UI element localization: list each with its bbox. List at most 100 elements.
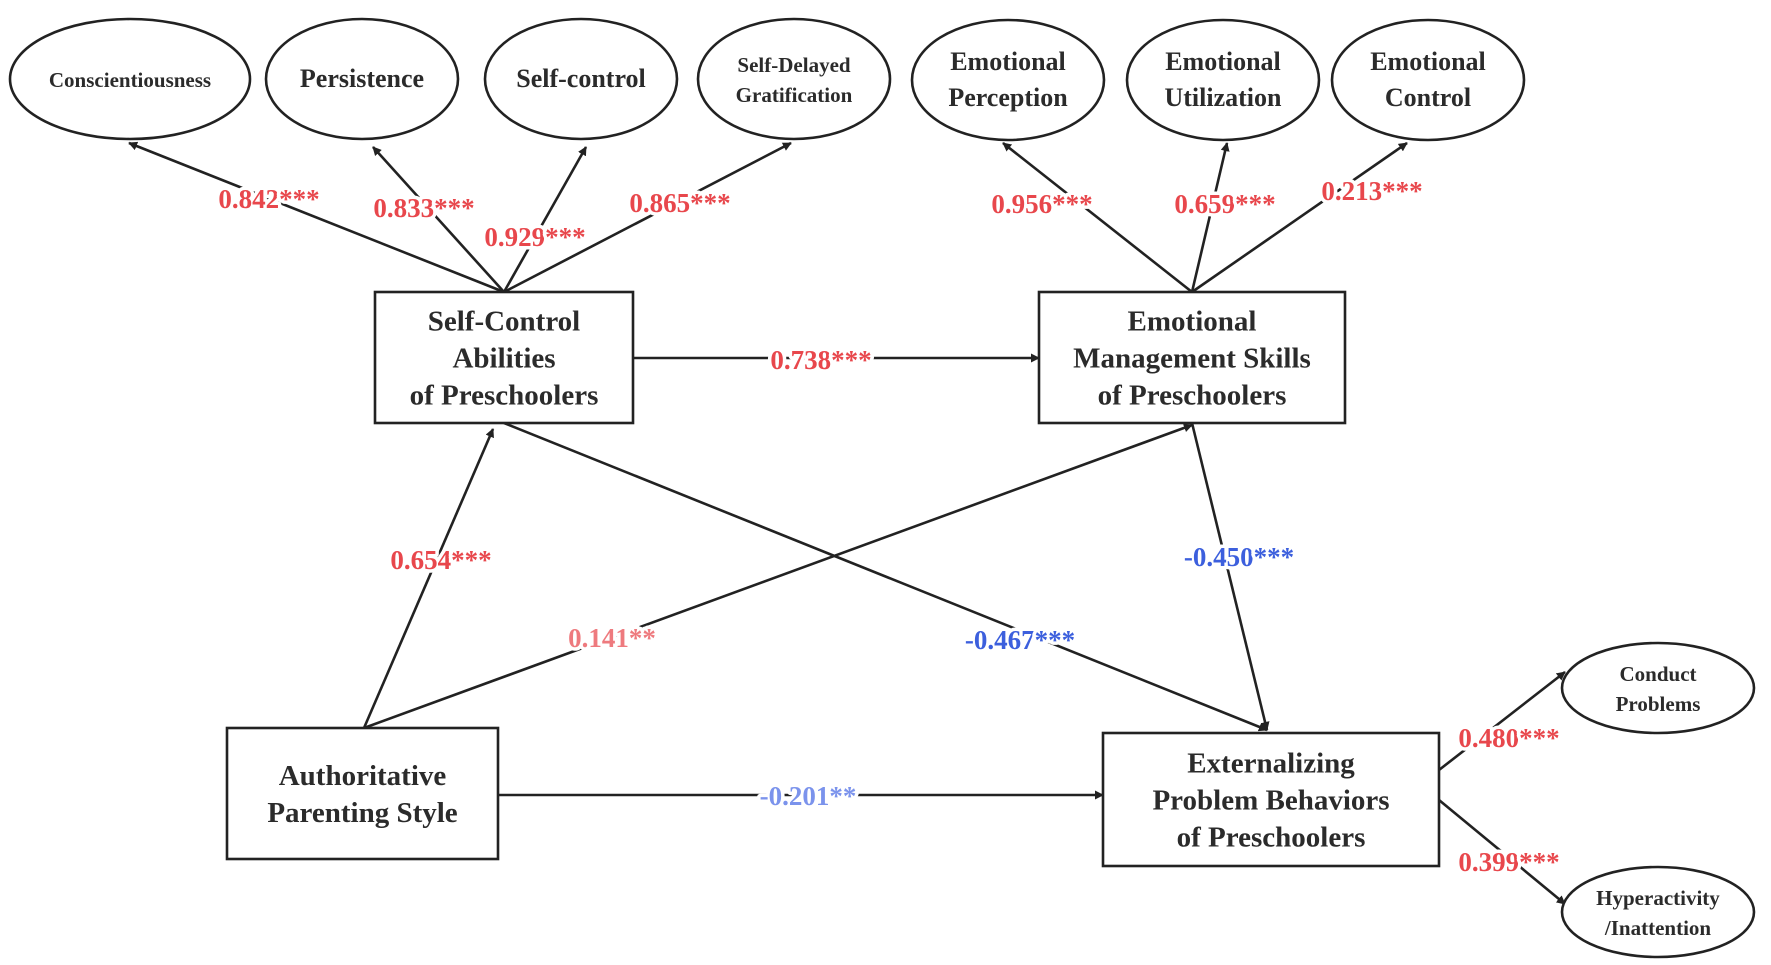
coefficient-value: -0.201 <box>760 781 830 811</box>
coefficient-label-p-ems-util: 0.659*** <box>1174 189 1275 219</box>
path-arrow-p-epb-conduct <box>1438 670 1566 772</box>
indicator-conscientiousness: Conscientiousness <box>8 17 252 141</box>
path-arrow-p-aps-sca <box>362 428 495 729</box>
significance-stars: *** <box>451 545 492 575</box>
coefficient-value: 0.654 <box>390 545 451 575</box>
construct-box-frame <box>373 290 635 425</box>
path-arrow-p-sca-epb <box>503 421 1268 732</box>
coefficient-label-p-aps-epb: -0.201** <box>760 781 857 811</box>
indicator-ellipse <box>1125 18 1321 142</box>
significance-stars: *** <box>1519 723 1560 753</box>
coefficient-label-p-aps-ems: 0.141** <box>568 623 656 653</box>
coefficient-label-p-ems-ctrl: 0.213*** <box>1321 176 1422 206</box>
coefficient-value: 0.141 <box>568 623 629 653</box>
coefficient-label-p-aps-sca: 0.654*** <box>390 545 491 575</box>
indicator-label-line: Emotional <box>1165 47 1281 76</box>
indicator-label-line: /Inattention <box>1604 916 1712 940</box>
coefficient-label-p-epb-hyper: 0.399*** <box>1458 847 1559 877</box>
significance-stars: *** <box>1052 189 1093 219</box>
edges-layer <box>128 141 1566 906</box>
coefficient-value: 0.929 <box>484 222 545 252</box>
construct-label-line: Parenting Style <box>267 797 457 829</box>
indicator-label-line: Emotional <box>1370 47 1486 76</box>
coefficient-value: 0.842 <box>218 184 279 214</box>
labels-layer: 0.842***0.833***0.929***0.865***0.956***… <box>215 173 1563 881</box>
coefficient-label-p-ems-perc: 0.956*** <box>991 189 1092 219</box>
indicator-ellipse <box>696 17 892 141</box>
indicator-self-control: Self-control <box>483 17 679 141</box>
coefficient-value: 0.213 <box>1321 176 1382 206</box>
coefficient-value: 0.956 <box>991 189 1052 219</box>
indicator-hyperactivity-inattention: Hyperactivity/Inattention <box>1560 865 1756 959</box>
construct-box-frame <box>1101 731 1441 868</box>
indicator-ellipse <box>483 17 679 141</box>
coefficient-value: 0.738 <box>770 345 831 375</box>
indicator-label-line: Gratification <box>736 83 853 107</box>
construct-label-line: Authoritative <box>279 760 447 792</box>
significance-stars: *** <box>279 184 320 214</box>
coefficient-value: 0.865 <box>629 188 690 218</box>
construct-label-line: of Preschoolers <box>1098 380 1287 412</box>
path-arrow-p-ems-util <box>1190 142 1230 293</box>
indicator-label-line: Self-Delayed <box>737 53 850 77</box>
path-arrow-p-ems-perc <box>1002 141 1193 294</box>
coefficient-value: 0.833 <box>373 193 434 223</box>
indicator-ellipse <box>910 18 1106 142</box>
construct-label-line: Abilities <box>452 343 555 375</box>
construct-label-line: of Preschoolers <box>410 380 599 412</box>
path-arrow-p-epb-hyper <box>1438 798 1566 906</box>
coefficient-label-p-sca-pers: 0.833*** <box>373 193 474 223</box>
significance-stars: ** <box>629 623 656 653</box>
path-arrow-p-sca-sdg <box>503 141 792 294</box>
path-arrow-p-ems-epb <box>1190 422 1270 731</box>
construct-label-line: of Preschoolers <box>1177 822 1366 854</box>
indicator-ellipse <box>1330 18 1526 142</box>
path-arrow-p-sca-selfc <box>502 146 588 293</box>
construct-label-line: Problem Behaviors <box>1152 785 1389 817</box>
path-arrow-p-sca-pers <box>372 146 505 293</box>
indicator-label-line: Self-control <box>516 64 646 93</box>
coefficient-value: 0.480 <box>1458 723 1519 753</box>
indicator-label-line: Conscientiousness <box>49 68 211 92</box>
indicator-label-line: Persistence <box>300 64 424 93</box>
indicator-label-line: Control <box>1385 83 1471 112</box>
indicator-ellipse <box>1560 641 1756 735</box>
significance-stars: *** <box>1382 176 1423 206</box>
indicator-label-line: Utilization <box>1165 83 1283 112</box>
significance-stars: *** <box>1254 542 1295 572</box>
significance-stars: *** <box>1235 189 1276 219</box>
coefficient-label-p-sca-sdg: 0.865*** <box>629 188 730 218</box>
coefficient-label-p-sca-epb: -0.467*** <box>965 625 1075 655</box>
indicator-label-line: Perception <box>948 83 1068 112</box>
significance-stars: ** <box>829 781 856 811</box>
path-arrow-p-aps-ems <box>363 423 1193 730</box>
construct-label-line: Emotional <box>1128 306 1257 338</box>
coefficient-value: 0.399 <box>1458 847 1519 877</box>
coefficient-label-p-epb-conduct: 0.480*** <box>1458 723 1559 753</box>
significance-stars: *** <box>434 193 475 223</box>
coefficient-label-p-sca-selfc: 0.929*** <box>484 222 585 252</box>
construct-box-frame <box>225 726 500 861</box>
significance-stars: *** <box>545 222 586 252</box>
indicator-persistence: Persistence <box>264 17 460 141</box>
indicator-label-line: Conduct <box>1619 662 1696 686</box>
coefficient-label-p-ems-epb: -0.450*** <box>1184 542 1294 572</box>
coefficient-value: -0.450 <box>1184 542 1254 572</box>
significance-stars: *** <box>831 345 872 375</box>
coefficient-label-p-sca-ems: 0.738*** <box>770 345 871 375</box>
indicator-ellipse <box>8 17 252 141</box>
indicator-label-line: Problems <box>1616 692 1701 716</box>
indicator-label-line: Hyperactivity <box>1596 886 1720 910</box>
significance-stars: *** <box>690 188 731 218</box>
coefficient-value: 0.659 <box>1174 189 1235 219</box>
